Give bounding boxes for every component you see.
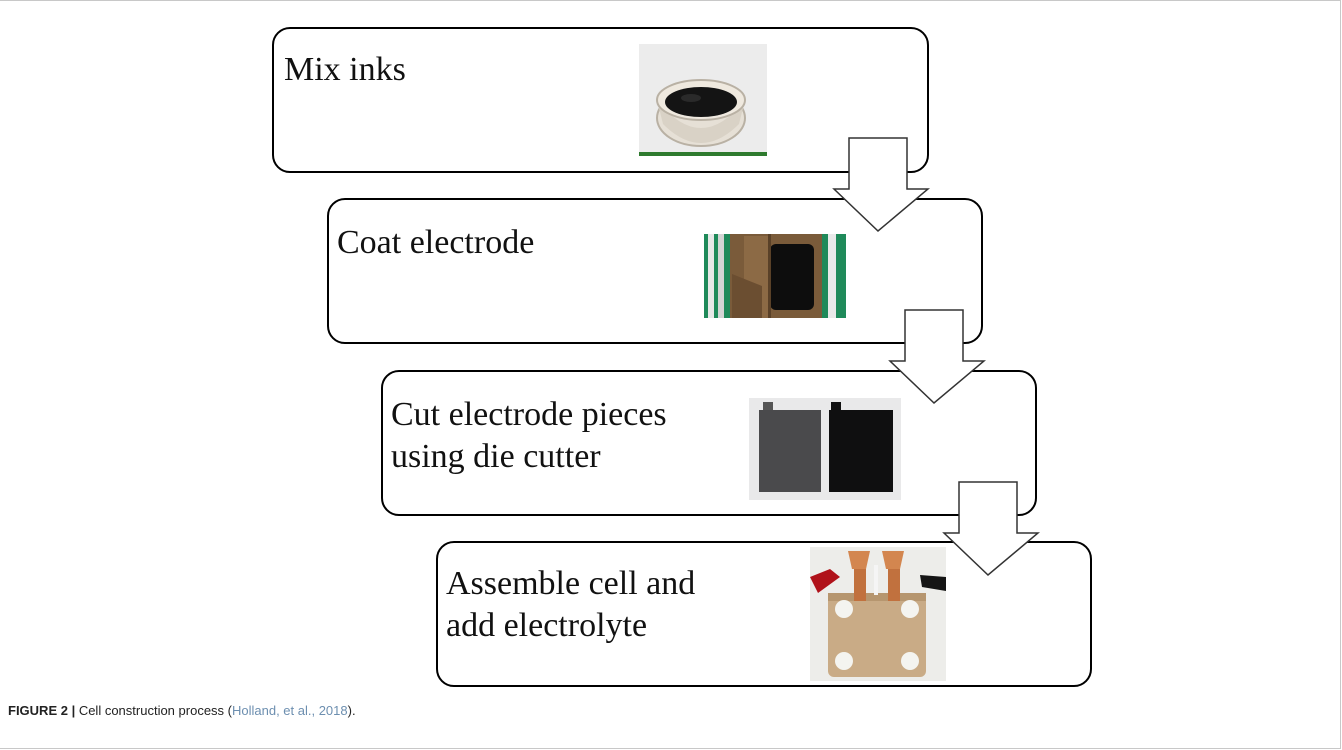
step-assemble-cell: Assemble cell and add electrolyte (436, 541, 1092, 687)
mix-inks-photo (639, 44, 767, 156)
assemble-cell-photo (810, 547, 946, 681)
coat-electrode-photo (704, 234, 846, 318)
step-label-assemble-cell: Assemble cell and add electrolyte (446, 565, 696, 644)
step-label-coat-electrode: Coat electrode (337, 224, 535, 261)
step-label-cut-electrode: Cut electrode pieces using die cutter (391, 396, 667, 475)
down-arrow-1 (832, 137, 930, 233)
caption-text: Cell construction process ( (75, 703, 232, 718)
citation-link[interactable]: Holland, et al., 2018 (231, 703, 348, 718)
figure-label: FIGURE 2 | (8, 703, 76, 718)
cut-electrode-photo (749, 398, 901, 500)
step-label-mix-inks: Mix inks (284, 51, 406, 88)
figure-caption: FIGURE 2 | Cell construction process (Ho… (8, 703, 356, 718)
down-arrow-3 (942, 481, 1040, 577)
caption-text-end: ). (347, 703, 356, 718)
step-mix-inks: Mix inks (272, 27, 929, 173)
step-coat-electrode: Coat electrode (327, 198, 983, 344)
down-arrow-2 (888, 309, 986, 405)
